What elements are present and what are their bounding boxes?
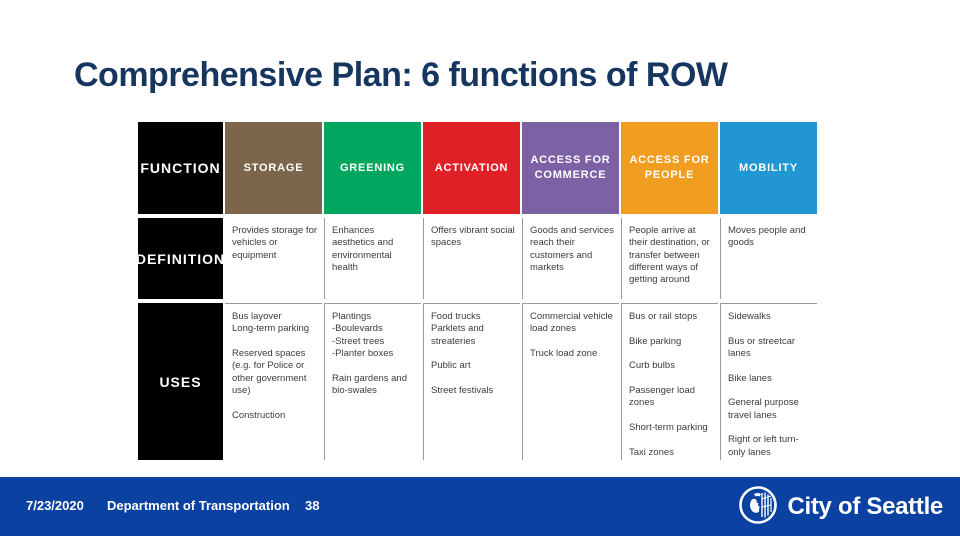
city-of-seattle-logo: City of Seattle <box>738 485 943 530</box>
city-of-seattle-wordmark: City of Seattle <box>787 493 943 520</box>
footer-date: 7/23/2020 <box>26 498 84 513</box>
definition-access-for-people: People arrive at their destination, or t… <box>621 218 718 299</box>
uses-access-for-commerce: Commercial vehicle load zones Truck load… <box>522 303 619 460</box>
row-label-definition: DEFINITION <box>136 218 224 299</box>
column-header-storage: STORAGE <box>225 122 322 214</box>
uses-greening: Plantings -Boulevards -Street trees -Pla… <box>324 303 421 460</box>
footer-department: Department of Transportation <box>107 498 290 513</box>
seattle-emblem-icon <box>738 485 778 530</box>
column-header-mobility: MOBILITY <box>720 122 817 214</box>
definition-access-for-commerce: Goods and services reach their customers… <box>522 218 619 299</box>
uses-mobility: Sidewalks Bus or streetcar lanes Bike la… <box>720 303 817 460</box>
uses-access-for-people: Bus or rail stops Bike parking Curb bulb… <box>621 303 718 460</box>
page-title: Comprehensive Plan: 6 functions of ROW <box>74 56 728 94</box>
column-header-greening: GREENING <box>324 122 421 214</box>
column-header-activation: ACTIVATION <box>423 122 520 214</box>
definition-mobility: Moves people and goods <box>720 218 817 299</box>
column-header-access-for-people: ACCESS FOR PEOPLE <box>621 122 718 214</box>
row-functions-table: FUNCTION STORAGE GREENING ACTIVATION ACC… <box>136 122 817 460</box>
slide-number: 38 <box>305 498 320 513</box>
column-header-access-for-commerce: ACCESS FOR COMMERCE <box>522 122 619 214</box>
uses-storage: Bus layover Long-term parking Reserved s… <box>225 303 322 460</box>
definition-activation: Offers vibrant social spaces <box>423 218 520 299</box>
footer-bar: 7/23/2020 Department of Transportation 3… <box>0 477 960 536</box>
definition-storage: Provides storage for vehicles or equipme… <box>225 218 322 299</box>
uses-activation: Food trucks Parklets and streateries Pub… <box>423 303 520 460</box>
row-label-uses: USES <box>138 303 223 460</box>
definition-greening: Enhances aesthetics and environmental he… <box>324 218 421 299</box>
row-label-function: FUNCTION <box>138 122 223 214</box>
